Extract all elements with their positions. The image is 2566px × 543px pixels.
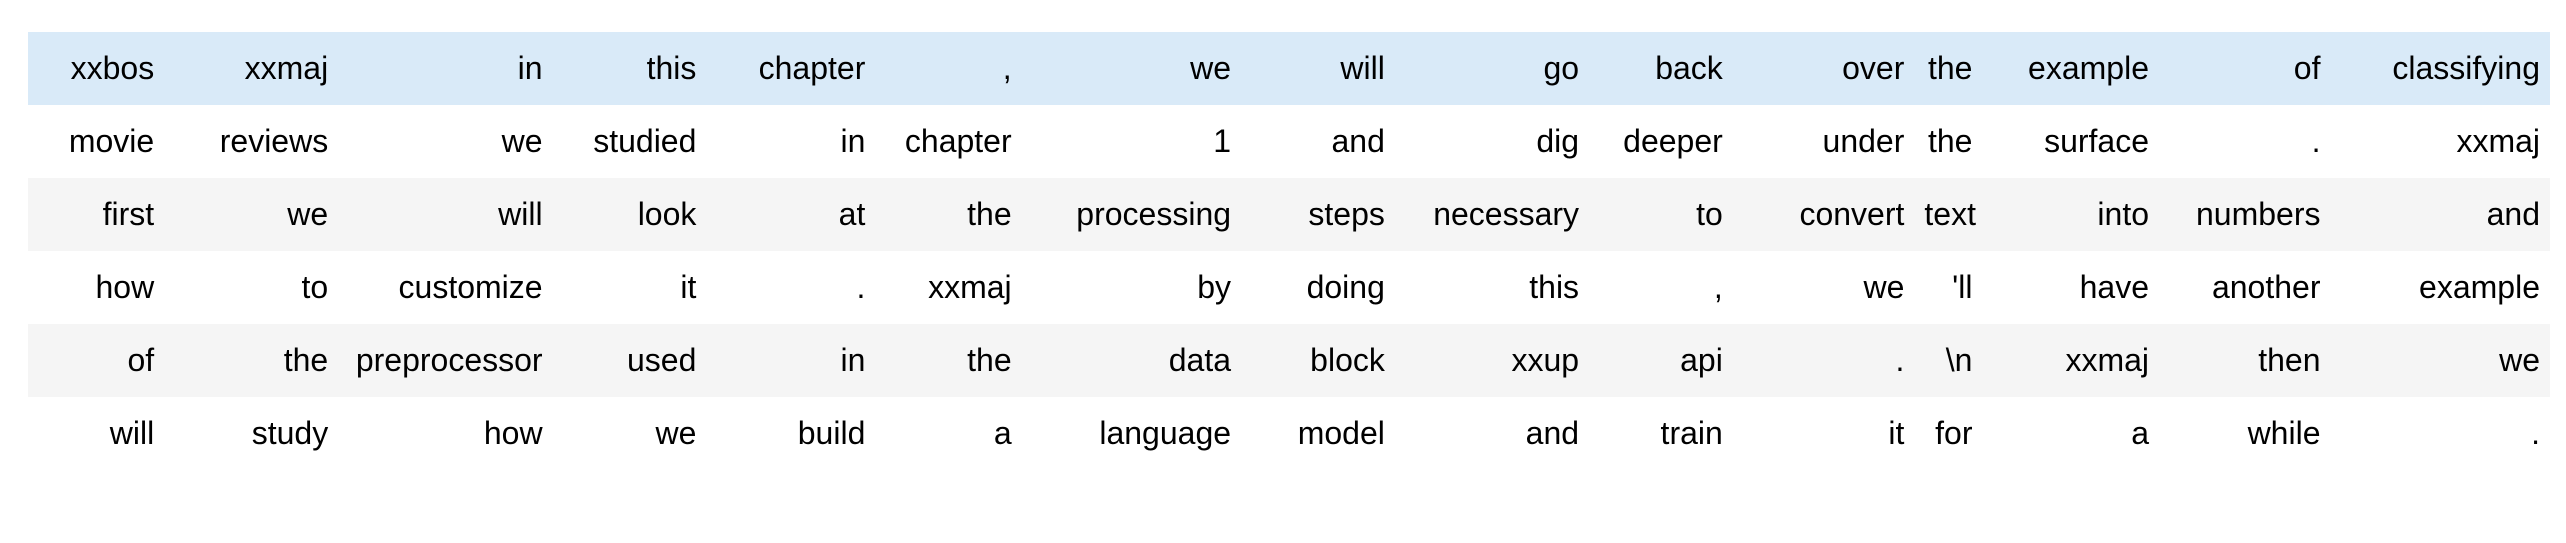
token-cell: it: [680, 269, 697, 305]
token-cell: chapter: [758, 50, 866, 86]
token-cell: the: [967, 196, 1012, 232]
token-table-body: xxbos xxmaj in this chapter, we will go back over…: [28, 32, 2550, 470]
token-cell: we: [1190, 50, 1232, 86]
token-cell: dig: [1536, 123, 1580, 159]
notebook-output-area: xxbos xxmaj in this chapter, we will go back over…: [28, 32, 2550, 470]
token-cell: necessary: [1433, 196, 1580, 232]
token-cell: xxmaj: [2065, 342, 2149, 378]
token-cell: example: [2028, 50, 2149, 86]
token-cell: xxmaj: [244, 50, 329, 86]
token-cell: .: [2531, 415, 2540, 451]
token-cell: convert: [1799, 196, 1905, 232]
token-cell: data: [1168, 342, 1232, 378]
token-cell: have: [2079, 269, 2149, 305]
token-cell: we: [501, 123, 543, 159]
token-row-3: first we will look at the processing steps neces…: [28, 178, 2550, 251]
token-cell: will: [498, 196, 543, 232]
token-cell: to: [301, 269, 329, 305]
token-cell: another: [2211, 269, 2321, 305]
token-cell: numbers: [2195, 196, 2321, 232]
token-cell: .: [1895, 342, 1905, 378]
token-cell: of: [2293, 50, 2321, 86]
token-cell: model: [1297, 415, 1385, 451]
token-row-2: movie reviews we studied in chapter 1 and dig dee…: [28, 105, 2550, 178]
token-cell: xxmaj: [2456, 123, 2540, 159]
token-cell: ,: [1002, 50, 1012, 86]
token-cell: will: [109, 415, 155, 451]
token-cell: build: [797, 415, 866, 451]
token-cell: the: [1927, 50, 1973, 86]
token-cell: steps: [1308, 196, 1385, 232]
token-cell: under: [1822, 123, 1905, 159]
token-cell: look: [637, 196, 697, 232]
token-cell: and: [1525, 415, 1580, 451]
token-cell: we: [287, 196, 329, 232]
token-cell: doing: [1306, 269, 1385, 305]
token-cell: chapter: [904, 123, 1012, 159]
token-cell: \n: [1945, 342, 1973, 378]
token-cell: go: [1543, 50, 1580, 86]
token-cell: .: [856, 269, 866, 305]
token-cell: used: [627, 342, 697, 378]
token-cell: the: [283, 342, 329, 378]
token-cell: in: [840, 123, 866, 159]
token-cell: how: [483, 415, 543, 451]
token-cell: xxbos: [70, 50, 155, 86]
token-row-1: xxbos xxmaj in this chapter, we will go back over…: [28, 32, 2550, 105]
token-cell: this: [646, 50, 697, 86]
token-cell: .: [2311, 123, 2321, 159]
token-cell: in: [840, 342, 866, 378]
token-cell: will: [1340, 50, 1385, 86]
tokenized-text-table: xxbos xxmaj in this chapter, we will go back over…: [28, 32, 2550, 470]
token-cell: then: [2258, 342, 2321, 378]
token-cell: classifying: [2392, 50, 2540, 86]
token-cell: of: [127, 342, 155, 378]
token-cell: while: [2247, 415, 2321, 451]
token-cell: we: [2499, 342, 2540, 378]
token-cell: we: [1863, 269, 1905, 305]
token-cell: surface: [2044, 123, 2149, 159]
token-row-4: how to customize it. xxmaj by doing this, we 'll h…: [28, 251, 2550, 324]
token-cell: processing: [1076, 196, 1232, 232]
token-cell: a: [993, 415, 1012, 451]
token-cell: the: [967, 342, 1012, 378]
token-cell: in: [517, 50, 543, 86]
token-cell: into: [2097, 196, 2149, 232]
token-cell: block: [1310, 342, 1385, 378]
token-cell: deeper: [1623, 123, 1723, 159]
token-cell: for: [1935, 415, 1973, 451]
token-cell: study: [251, 415, 329, 451]
token-cell: studied: [593, 123, 697, 159]
token-cell: ,: [1713, 269, 1723, 305]
token-cell: text: [1924, 196, 1976, 232]
token-cell: at: [838, 196, 866, 232]
token-cell: a: [2131, 415, 2149, 451]
token-cell: customize: [398, 269, 543, 305]
token-cell: this: [1529, 269, 1580, 305]
token-cell: language: [1099, 415, 1232, 451]
token-cell: train: [1660, 415, 1723, 451]
token-row-6: will study how we build a language model and trai…: [28, 397, 2550, 470]
token-cell: xxup: [1511, 342, 1580, 378]
token-cell: first: [102, 196, 155, 232]
token-cell: 1: [1213, 123, 1232, 159]
token-cell: over: [1842, 50, 1905, 86]
token-cell: by: [1197, 269, 1232, 305]
token-cell: the: [1927, 123, 1973, 159]
token-cell: reviews: [219, 123, 329, 159]
token-cell: and: [1331, 123, 1385, 159]
token-cell: api: [1680, 342, 1723, 378]
token-row-5: of the preprocessor used in the data block xxup a…: [28, 324, 2550, 397]
token-cell: movie: [68, 123, 155, 159]
token-cell: to: [1696, 196, 1723, 232]
token-cell: back: [1655, 50, 1723, 86]
token-cell: preprocessor: [355, 342, 543, 378]
token-cell: and: [2486, 196, 2540, 232]
token-cell: we: [655, 415, 697, 451]
token-cell: xxmaj: [928, 269, 1012, 305]
token-cell: example: [2419, 269, 2540, 305]
token-cell: it: [1888, 415, 1905, 451]
token-cell: how: [95, 269, 155, 305]
token-cell: 'll: [1952, 269, 1973, 305]
